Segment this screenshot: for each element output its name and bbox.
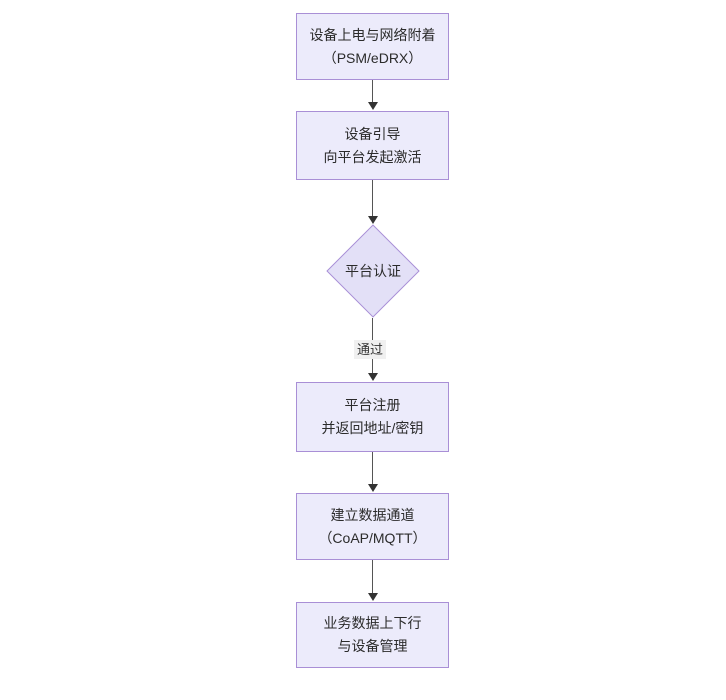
edge-power-on-to-bootstrap <box>372 80 373 103</box>
node-bootstrap-label: 设备引导 向平台发起激活 <box>323 125 422 165</box>
node-platform-register-label: 平台注册 并返回地址/密钥 <box>321 397 424 436</box>
node-platform-register[interactable]: 平台注册 并返回地址/密钥 <box>296 382 449 452</box>
arrowhead-power-on-to-bootstrap <box>368 102 378 110</box>
arrowhead-bootstrap-to-platform-auth <box>368 216 378 224</box>
node-power-on[interactable]: 设备上电与网络附着 （PSM/eDRX） <box>296 13 449 80</box>
node-business-data[interactable]: 业务数据上下行 与设备管理 <box>296 602 449 668</box>
node-data-channel-label: 建立数据通道 （CoAP/MQTT） <box>318 506 427 546</box>
node-bootstrap[interactable]: 设备引导 向平台发起激活 <box>296 111 449 180</box>
arrowhead-platform-auth-to-register <box>368 373 378 381</box>
edge-bootstrap-to-platform-auth <box>372 180 373 217</box>
arrowhead-data-channel-to-business <box>368 593 378 601</box>
arrowhead-register-to-data-channel <box>368 484 378 492</box>
node-platform-auth-label: 平台认证 <box>345 262 401 279</box>
node-platform-auth[interactable]: 平台认证 <box>326 224 420 318</box>
node-data-channel[interactable]: 建立数据通道 （CoAP/MQTT） <box>296 493 449 560</box>
node-business-data-label: 业务数据上下行 与设备管理 <box>323 615 422 654</box>
node-power-on-label: 设备上电与网络附着 （PSM/eDRX） <box>309 26 436 66</box>
edge-register-to-data-channel <box>372 452 373 485</box>
edge-label-pass: 通过 <box>354 340 387 359</box>
edge-data-channel-to-business <box>372 560 373 594</box>
